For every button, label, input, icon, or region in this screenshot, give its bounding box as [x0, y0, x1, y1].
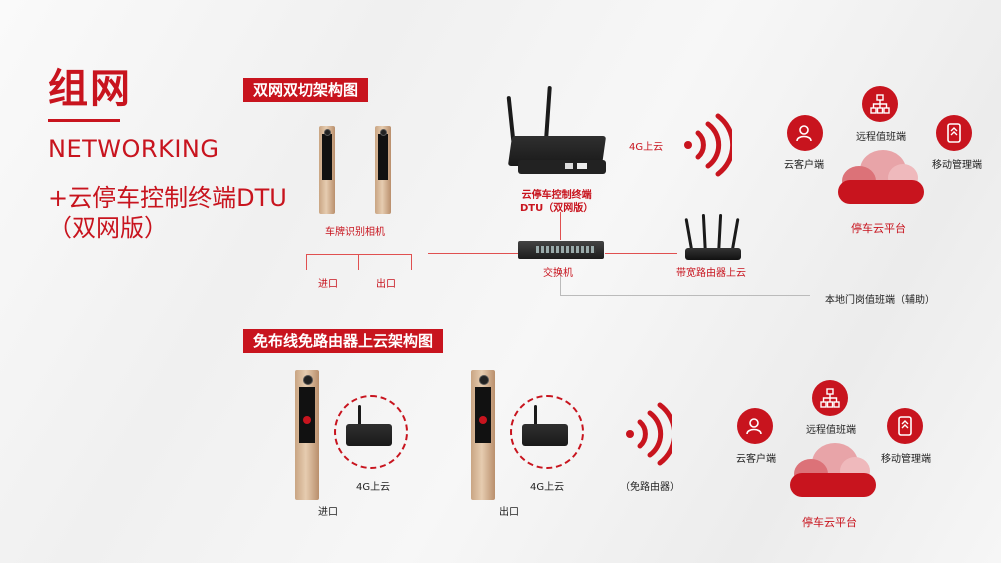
- subtitle-line-1: +云停车控制终端DTU: [48, 184, 287, 212]
- dtu-port: [565, 163, 573, 169]
- wifi-signal-icon: [684, 113, 732, 177]
- dtu-device-front: [518, 160, 606, 174]
- exit-4g-label: 4G上云: [530, 482, 565, 493]
- bracket-line: [306, 254, 307, 270]
- cloud-icon: [838, 150, 924, 208]
- client-label: 云客户端: [736, 454, 776, 465]
- page-title: 组网: [48, 66, 132, 112]
- connection-line: [428, 253, 518, 254]
- entry-4g-label: 4G上云: [356, 482, 391, 493]
- dtu-highlight-circle: [334, 395, 408, 469]
- mobile-label: 移动管理端: [881, 454, 931, 465]
- dtu-antenna: [358, 405, 361, 427]
- switch-label: 交换机: [543, 268, 573, 279]
- section-bottom-label: 免布线免路由器上云架构图: [243, 329, 444, 353]
- camera-post-exit: [375, 126, 391, 214]
- connection-line: [560, 295, 810, 296]
- client-label: 云客户端: [784, 160, 824, 171]
- entry-label: 进口: [318, 279, 338, 290]
- platform-label: 停车云平台: [802, 516, 857, 529]
- bracket-line: [306, 254, 412, 255]
- connection-line: [560, 270, 561, 296]
- no-router-label: （免路由器）: [620, 482, 680, 493]
- dtu-antenna: [534, 405, 537, 427]
- bracket-line: [411, 254, 412, 270]
- exit-label: 出口: [499, 507, 519, 518]
- camera-post-exit: [471, 370, 495, 500]
- dtu-highlight-circle: [510, 395, 584, 469]
- exit-label: 出口: [376, 279, 396, 290]
- dtu-label: 云停车控制终端 DTU（双网版）: [520, 189, 593, 215]
- dtu-port: [577, 163, 587, 169]
- remote-duty-label: 远程值班端: [856, 132, 906, 143]
- dtu-label-line-1: 云停车控制终端: [521, 190, 592, 201]
- local-duty-label: 本地门岗值班端（辅助）: [825, 295, 935, 306]
- camera-label: 车牌识别相机: [325, 227, 385, 238]
- switch-device: [518, 241, 604, 259]
- title-underline: [48, 119, 120, 122]
- dtu-label-line-2: DTU（双网版）: [520, 203, 594, 214]
- page-subtitle: +云停车控制终端DTU （双网版）: [48, 183, 308, 243]
- camera-post-entry: [295, 370, 319, 500]
- router-device: [685, 248, 741, 260]
- mobile-icon: [887, 408, 923, 444]
- connection-line: [605, 253, 677, 254]
- bracket-line: [358, 254, 359, 270]
- router-label: 带宽路由器上云: [676, 268, 746, 279]
- signal-4g-label: 4G上云: [629, 142, 664, 153]
- client-icon: [787, 115, 823, 151]
- subtitle-line-2: （双网版）: [48, 214, 168, 242]
- mobile-icon: [936, 115, 972, 151]
- entry-label: 进口: [318, 507, 338, 518]
- camera-post-entry: [319, 126, 335, 214]
- wifi-signal-icon: [626, 402, 672, 466]
- section-top-label: 双网双切架构图: [243, 78, 369, 102]
- connection-line: [560, 212, 561, 240]
- remote-duty-label: 远程值班端: [806, 425, 856, 436]
- cloud-icon: [790, 443, 876, 501]
- platform-label: 停车云平台: [851, 222, 906, 235]
- client-icon: [737, 408, 773, 444]
- page-title-en: NETWORKING: [48, 135, 220, 163]
- remote-duty-icon: [862, 86, 898, 122]
- mobile-label: 移动管理端: [932, 160, 982, 171]
- dtu-device: [346, 424, 392, 446]
- remote-duty-icon: [812, 380, 848, 416]
- dtu-antenna: [544, 85, 552, 139]
- dtu-device: [522, 424, 568, 446]
